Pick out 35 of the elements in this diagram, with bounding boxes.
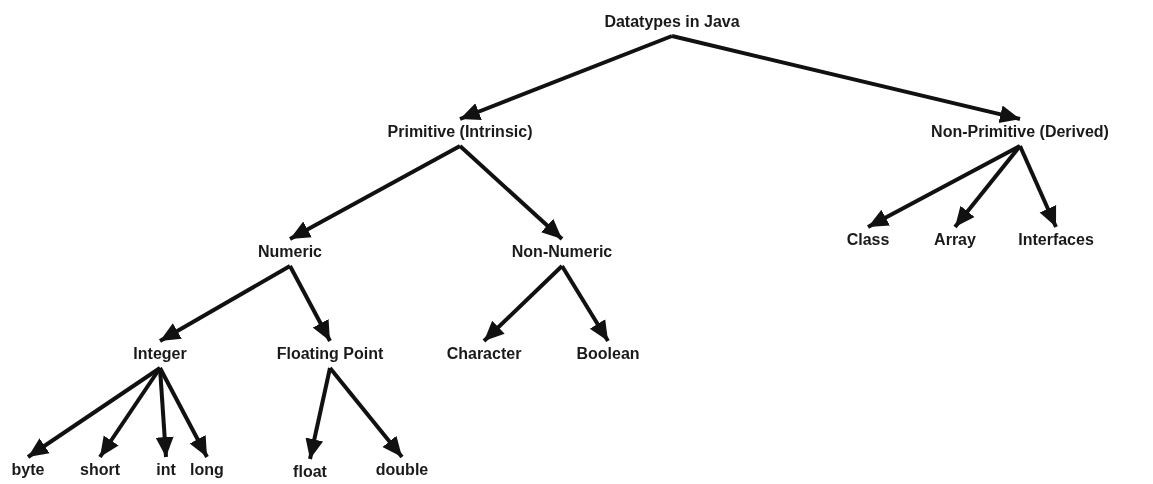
node-label: Non-Numeric xyxy=(511,242,613,262)
arrow xyxy=(26,366,162,459)
arrow xyxy=(482,264,564,343)
arrow xyxy=(159,264,291,343)
node-label: Non-Primitive (Derived) xyxy=(931,122,1109,142)
arrow xyxy=(288,265,332,342)
node-label: Boolean xyxy=(576,344,640,364)
node-label: short xyxy=(80,460,120,480)
node-label: Integer xyxy=(133,344,187,364)
arrow xyxy=(98,366,162,459)
node-label: Floating Point xyxy=(276,344,384,364)
node-label: Character xyxy=(446,344,522,364)
node-label: Numeric xyxy=(258,242,322,262)
node-label: double xyxy=(375,460,429,480)
node-label: Array xyxy=(934,230,976,250)
node-label: int xyxy=(156,460,176,480)
arrow xyxy=(458,144,564,241)
node-label: Interfaces xyxy=(1018,230,1094,250)
arrow xyxy=(459,34,673,121)
node-label: long xyxy=(190,460,224,480)
arrow xyxy=(328,366,404,459)
arrow xyxy=(867,144,1021,229)
arrow xyxy=(560,264,610,343)
arrow xyxy=(953,144,1022,229)
node-label: Class xyxy=(846,230,890,250)
node-label: Primitive (Intrinsic) xyxy=(387,122,533,142)
arrow xyxy=(289,144,461,241)
arrow xyxy=(1018,145,1058,228)
arrow xyxy=(305,367,332,460)
node-label: byte xyxy=(11,460,45,480)
node-label: Datatypes in Java xyxy=(604,12,740,32)
node-label: float xyxy=(293,462,327,482)
arrow xyxy=(671,34,1021,124)
arrow xyxy=(155,367,174,458)
arrow xyxy=(158,367,209,458)
